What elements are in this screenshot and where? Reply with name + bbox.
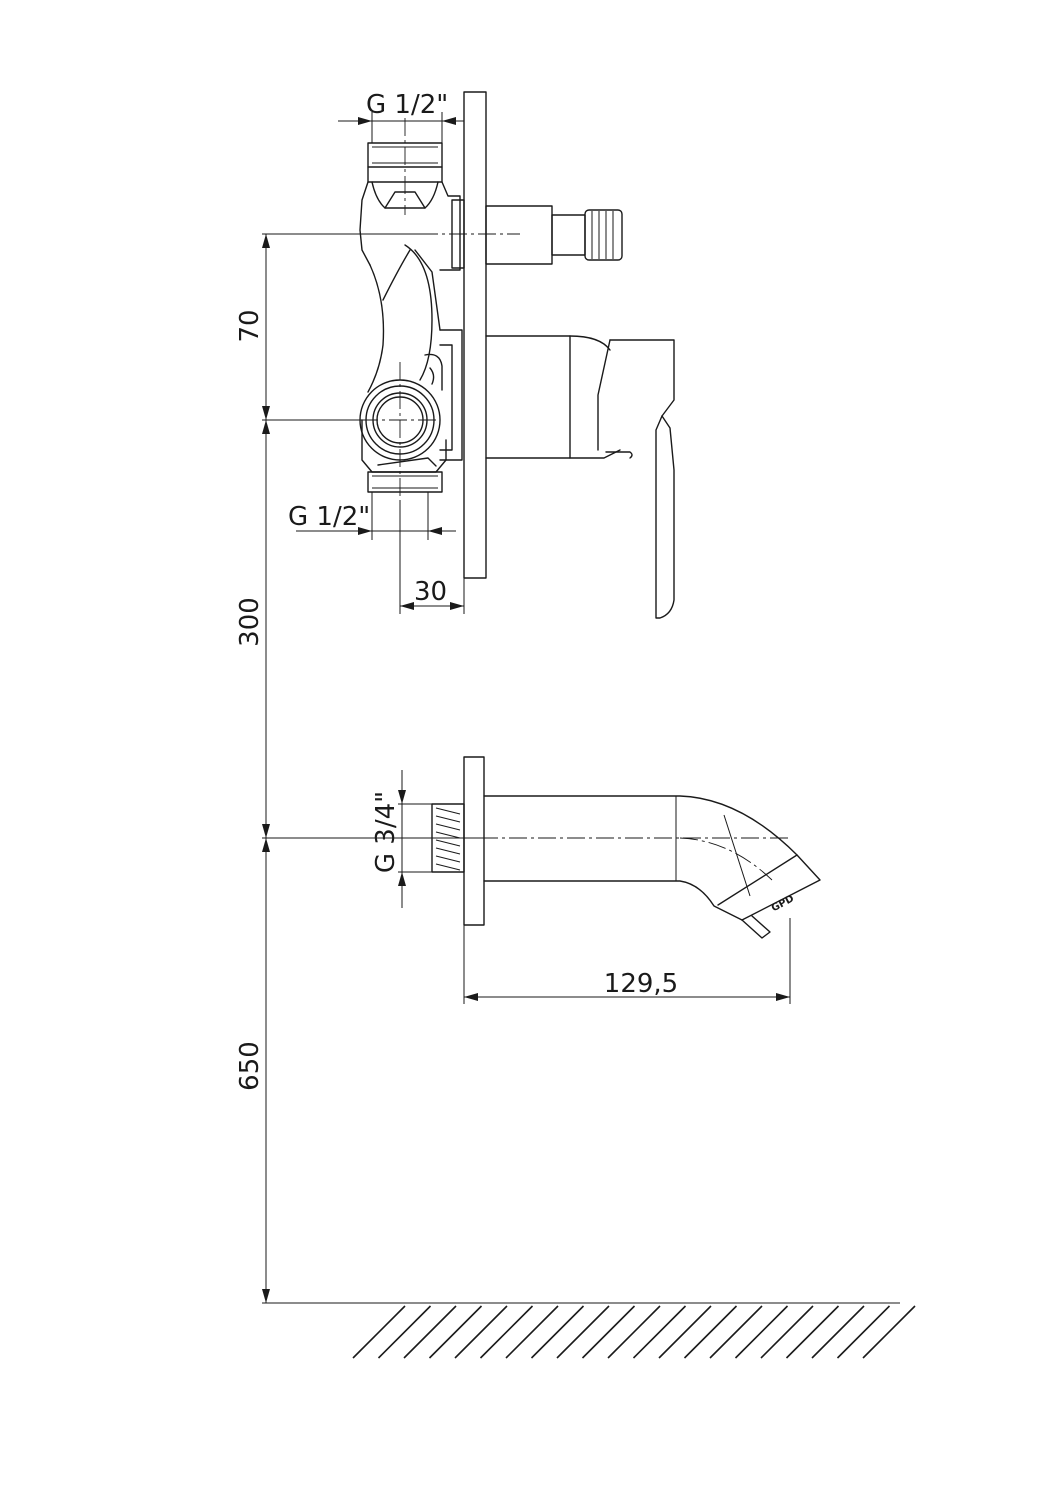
hatch-line	[352, 1305, 406, 1359]
hatch-line	[530, 1305, 585, 1359]
hatch-line	[556, 1305, 610, 1359]
spout-to-floor-height-label: 650	[235, 1041, 265, 1091]
hatch-line	[403, 1305, 457, 1359]
hatch-line	[760, 1305, 814, 1359]
hatch-line	[862, 1305, 916, 1359]
hatch-line	[683, 1305, 738, 1359]
inlet-top-thread-label: G 1/2"	[366, 90, 448, 120]
inlet-bottom-thread-label: G 1/2"	[288, 502, 370, 532]
wall-plate-and-handle	[463, 91, 675, 619]
body-depth-label: 30	[414, 577, 447, 607]
hatch-line	[607, 1305, 661, 1359]
spout-thread-label: G 3/4"	[371, 791, 401, 873]
spout-projection-label: 129,5	[604, 969, 678, 999]
floor-hatching	[352, 1302, 916, 1359]
dimension-lines	[262, 112, 791, 1304]
hatch-line	[428, 1305, 483, 1359]
hatch-line	[811, 1305, 865, 1359]
hatch-line	[709, 1305, 763, 1359]
mixer-to-spout-height-label: 300	[235, 597, 265, 647]
hatch-line	[632, 1305, 687, 1359]
spout: GPD	[431, 756, 821, 939]
inlet-spacing-label: 70	[235, 309, 265, 342]
hatch-line	[377, 1305, 432, 1359]
spout-logo: GPD	[770, 893, 796, 914]
hatch-line	[734, 1305, 789, 1359]
hatch-line	[505, 1305, 559, 1359]
hatch-line	[658, 1305, 712, 1359]
hatch-line	[785, 1305, 840, 1359]
hatch-line	[581, 1305, 636, 1359]
hatch-line	[454, 1305, 508, 1359]
center-lines	[360, 118, 790, 881]
hatch-line	[479, 1305, 534, 1359]
hatch-line	[836, 1305, 891, 1359]
mixer-valve-body	[359, 142, 465, 493]
